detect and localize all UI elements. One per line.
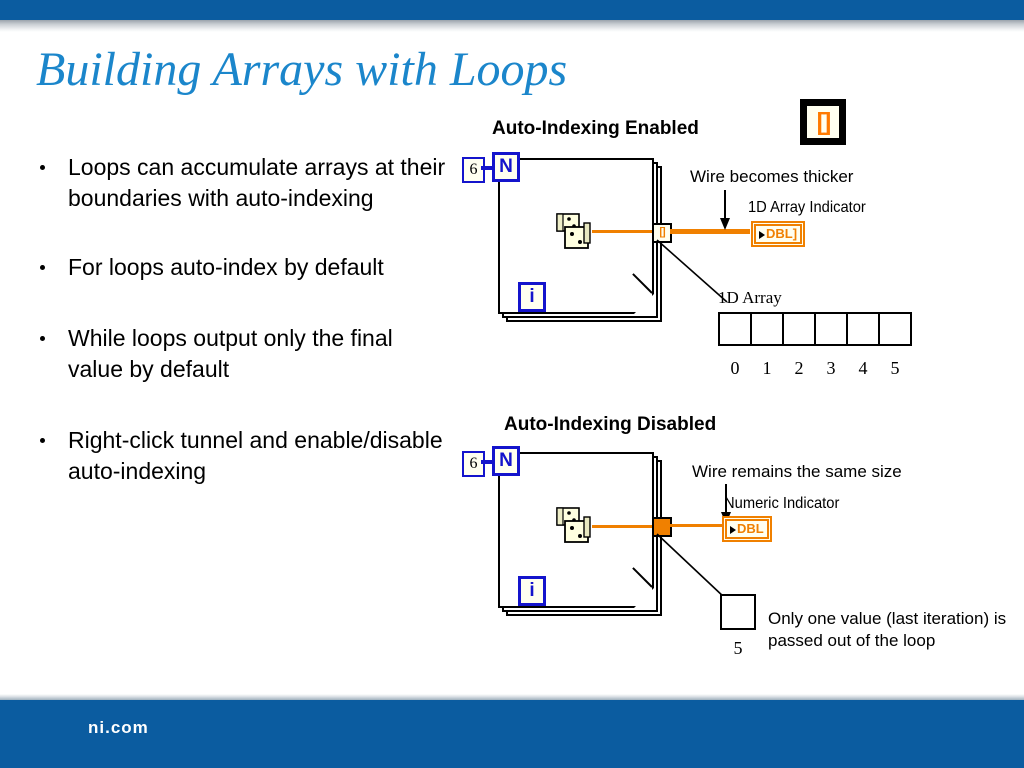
array-indicator-inner: DBL] [754,224,803,244]
random-number-dice-icon [556,507,591,543]
random-number-dice-icon [556,213,591,249]
numeric-indicator-disabled[interactable]: DBL [722,516,772,542]
bullet-dot-icon [40,336,45,341]
bullet-dot-icon [40,265,45,270]
diagram-auto-indexing-disabled: Auto-Indexing Disabled 6 N i Wi [462,414,1007,658]
indicator-arrow-icon [759,230,765,239]
array-index: 5 [890,358,900,378]
array-datatype-badge: [] [800,99,846,145]
bullet-dot-icon [40,165,45,170]
diagram-enabled-heading: Auto-Indexing Enabled [492,118,699,139]
count-constant-disabled[interactable]: 6 [462,451,485,477]
array-cell [814,312,848,346]
array-index-labels: 0 1 2 3 4 5 [718,358,912,379]
numeric-indicator-label: Numeric Indicator [724,495,840,512]
array-cell [878,312,912,346]
single-value-explanation: Only one value (last iteration) is passe… [768,609,1007,650]
list-item-text: For loops auto-index by default [68,254,384,280]
array-index: 2 [794,358,804,378]
list-item-text: Loops can accumulate arrays at their bou… [68,154,446,211]
footer-band-highlight [0,694,1024,700]
array-cell [846,312,880,346]
array-indicator-enabled[interactable]: DBL] [751,221,806,247]
list-item-text: Right-click tunnel and enable/disable au… [68,427,443,484]
non-indexing-tunnel-disabled[interactable] [652,517,672,537]
list-item: While loops output only the final value … [34,323,438,385]
wire-inside-loop-disabled [592,525,654,528]
page-title: Building Arrays with Loops [36,43,568,96]
indicator-arrow-icon [730,525,736,534]
loop-corner-fold-line [632,567,653,588]
array-index: 1 [762,358,772,378]
list-item: Loops can accumulate arrays at their bou… [34,152,458,214]
array-indicator-label: 1D Array Indicator [748,199,866,216]
single-value-index: 5 [733,638,743,658]
list-item: For loops auto-index by default [34,252,398,283]
loop-count-terminal-enabled[interactable]: N [492,152,520,182]
single-value-cell [720,594,756,630]
wire-same-size-note: Wire remains the same size [692,462,902,481]
loop-corner-fold-icon [634,588,654,608]
wire-thicker-note: Wire becomes thicker [690,167,854,186]
array-index: 3 [826,358,836,378]
loop-count-terminal-disabled[interactable]: N [492,446,520,476]
list-item: Right-click tunnel and enable/disable au… [34,425,458,487]
array-indicator-text: DBL] [766,226,798,241]
wire-inside-loop-enabled [592,230,654,233]
callout-leader-line-enabled [656,239,728,303]
bullet-list: Loops can accumulate arrays at their bou… [34,152,454,525]
array-cells [718,312,912,346]
array-index: 0 [730,358,740,378]
count-wire-enabled [481,166,493,170]
iteration-terminal-enabled[interactable]: i [518,282,546,312]
numeric-indicator-text: DBL [737,521,764,536]
count-wire-disabled [481,460,493,464]
top-brand-band [0,0,1024,20]
count-constant-enabled[interactable]: 6 [462,157,485,183]
top-band-shadow [0,20,1024,32]
diagram-disabled-heading: Auto-Indexing Disabled [504,414,717,435]
scalar-wire-thin [670,524,722,527]
loop-corner-fold-icon [634,294,654,314]
list-item-text: While loops output only the final value … [68,325,393,382]
array-picture-caption: 1D Array [718,288,782,307]
array-index: 4 [858,358,868,378]
array-wire-thick [670,229,750,234]
footer-url: ni.com [88,718,149,737]
iteration-terminal-disabled[interactable]: i [518,576,546,606]
footer-brand-band [0,700,1024,768]
diagram-auto-indexing-enabled: Auto-Indexing Enabled 6 N i [462,118,912,379]
array-brackets-icon: [] [807,106,839,138]
numeric-indicator-inner: DBL [725,519,769,539]
bullet-dot-icon [40,438,45,443]
arrow-down-icon [720,190,730,230]
callout-leader-line-disabled [656,533,726,599]
